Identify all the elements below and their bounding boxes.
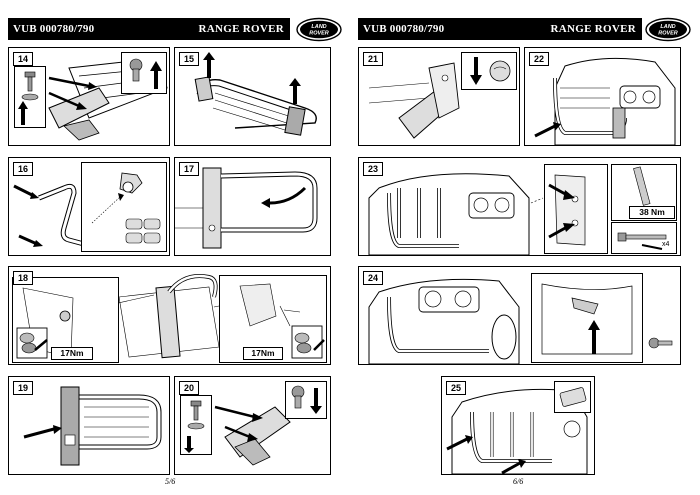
page-header: VUB 000780/790 RANGE ROVER bbox=[8, 18, 290, 40]
frame-fitting-illustration bbox=[175, 167, 318, 249]
fixing-detail-inset bbox=[544, 164, 608, 254]
step-21-panel: 21 bbox=[358, 47, 520, 146]
vehicle-finished-illustration bbox=[446, 388, 588, 474]
svg-text:LAND: LAND bbox=[660, 24, 675, 30]
step-23-panel: 23 bbox=[358, 157, 681, 256]
step-number: 23 bbox=[363, 162, 383, 176]
torque-label: 17Nm bbox=[243, 347, 283, 360]
step-number: 15 bbox=[179, 52, 199, 66]
vehicle-lower-illustration bbox=[368, 278, 520, 364]
fastener-illustration bbox=[214, 405, 291, 466]
guard-frame-illustration bbox=[194, 52, 317, 136]
step-number: 21 bbox=[363, 52, 383, 66]
nut-inset bbox=[121, 52, 167, 94]
doc-reference: VUB 000780/790 bbox=[363, 23, 445, 35]
land-rover-logo-icon: LAND ROVER bbox=[296, 17, 342, 42]
step-number: 16 bbox=[13, 162, 33, 176]
page-number: 6/6 bbox=[513, 477, 524, 486]
quantity-label: x4 bbox=[662, 241, 670, 248]
bolt-washer-inset bbox=[14, 66, 46, 128]
step-number: 18 bbox=[13, 271, 33, 285]
step-18-panel: 18 17Nm bbox=[8, 266, 331, 365]
step-20-panel: 20 bbox=[174, 376, 331, 475]
bolt-set-inset bbox=[611, 222, 677, 254]
pad-inset bbox=[554, 381, 591, 413]
torque-label: 17Nm bbox=[51, 347, 93, 360]
step-19-panel: 19 bbox=[8, 376, 170, 475]
step-number: 24 bbox=[363, 271, 383, 285]
spray-detail-inset bbox=[81, 162, 167, 252]
vehicle-front-illustration bbox=[534, 57, 676, 145]
page-header: VUB 000780/790 RANGE ROVER bbox=[358, 18, 642, 40]
step-17-panel: 17 bbox=[174, 157, 331, 256]
svg-text:ROVER: ROVER bbox=[309, 31, 329, 37]
torque-label: 38 Nm bbox=[629, 206, 675, 219]
step-14-panel: 14 bbox=[8, 47, 170, 146]
step-number: 14 bbox=[13, 52, 33, 66]
step-number: 17 bbox=[179, 162, 199, 176]
vehicle-title: RANGE ROVER bbox=[550, 23, 636, 35]
bolt-icon bbox=[648, 337, 673, 349]
frame-check-illustration bbox=[23, 386, 162, 466]
step-number: 19 bbox=[13, 381, 33, 395]
doc-reference: VUB 000780/790 bbox=[13, 23, 95, 35]
bracket-mounting-illustration bbox=[108, 274, 225, 359]
land-rover-logo-icon: LAND ROVER bbox=[645, 17, 691, 42]
step-24-panel: 24 bbox=[358, 266, 681, 365]
bolt-washer-inset bbox=[180, 395, 212, 455]
right-page: VUB 000780/790 RANGE ROVER LAND ROVER 21… bbox=[350, 0, 700, 495]
svg-text:LAND: LAND bbox=[311, 24, 326, 30]
bracket-illustration bbox=[368, 62, 460, 139]
step-22-panel: 22 bbox=[524, 47, 681, 146]
step-25-panel: 25 bbox=[441, 376, 595, 475]
page-number: 5/6 bbox=[165, 477, 176, 486]
underside-detail-inset bbox=[531, 273, 643, 363]
step-16-panel: 16 bbox=[8, 157, 170, 256]
step-number: 25 bbox=[446, 381, 466, 395]
step-15-panel: 15 bbox=[174, 47, 331, 146]
vehicle-guard-illustration bbox=[368, 173, 544, 255]
nut-inset bbox=[285, 381, 327, 419]
grease-inset bbox=[461, 52, 517, 90]
vehicle-title: RANGE ROVER bbox=[198, 23, 284, 35]
bumper-bracket-illustration bbox=[48, 57, 168, 141]
step-number: 22 bbox=[529, 52, 549, 66]
step-number: 20 bbox=[179, 381, 199, 395]
svg-text:ROVER: ROVER bbox=[658, 31, 678, 37]
left-page: VUB 000780/790 RANGE ROVER LAND ROVER 14 bbox=[8, 17, 342, 486]
